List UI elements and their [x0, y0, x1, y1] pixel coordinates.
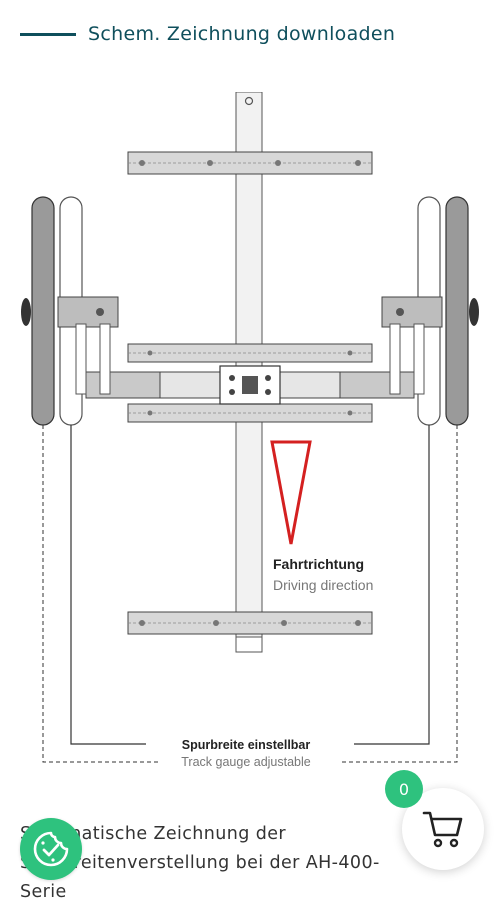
left-wheel	[21, 196, 119, 426]
track-gauge-lines	[42, 425, 458, 763]
cookie-consent-icon	[33, 831, 69, 867]
right-wheel	[381, 196, 479, 426]
rear-rail	[127, 611, 373, 635]
direction-label-en: Driving direction	[273, 577, 373, 593]
top-rail	[127, 151, 373, 175]
download-drawing-link[interactable]: Schem. Zeichnung downloaden	[20, 14, 395, 54]
download-link-label: Schem. Zeichnung downloaden	[88, 23, 396, 45]
cart-icon	[422, 811, 463, 848]
axle-rails	[127, 343, 373, 423]
drawing-caption: Schematische Zeichnung der Spurbreitenve…	[20, 824, 380, 902]
track-label-en: Track gauge adjustable	[181, 755, 311, 769]
direction-label-de: Fahrtrichtung	[273, 556, 364, 572]
cart-count-badge: 0	[385, 770, 423, 808]
download-link-line	[20, 32, 76, 36]
cookie-consent-button[interactable]	[20, 818, 82, 880]
direction-arrow	[270, 440, 312, 545]
track-label-de: Spurbreite einstellbar	[182, 738, 311, 752]
schematic-drawing: Fahrtrichtung Driving direction Spurbrei…	[20, 92, 480, 792]
